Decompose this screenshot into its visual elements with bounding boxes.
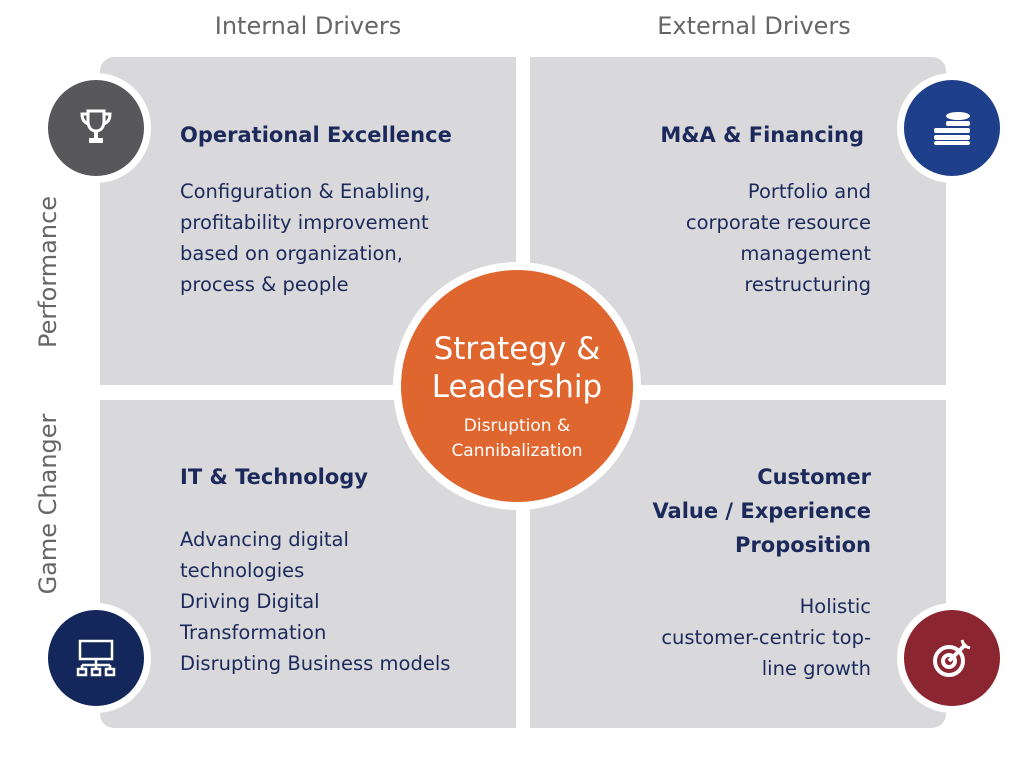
quadrant-title: Operational Excellence — [180, 123, 452, 147]
body-line: management — [740, 242, 871, 265]
body-line: Driving Digital — [180, 590, 320, 613]
body-line: Advancing digital — [180, 528, 349, 551]
body-line: corporate resource — [685, 211, 871, 234]
quadrant-body: Portfolio and corporate resource managemen… — [686, 176, 871, 300]
body-line: Holistic — [799, 595, 871, 618]
quadrant-title: IT & Technology — [180, 465, 368, 489]
center-title: Strategy & Leadership — [431, 331, 603, 405]
title-line: Proposition — [735, 533, 871, 557]
body-line: Disrupting Business models — [180, 652, 451, 675]
column-header-external: External Drivers — [657, 12, 851, 40]
body-line: customer-centric top- — [661, 626, 871, 649]
quadrant-body: Holistic customer-centric top-line growth — [661, 591, 871, 684]
column-header-internal: Internal Drivers — [214, 12, 402, 40]
network-icon — [41, 603, 151, 713]
body-line: line growth — [761, 657, 871, 680]
body-line: Configuration & Enabling, — [180, 180, 431, 203]
target-icon — [897, 603, 1007, 713]
strategy-leadership-circle: Strategy & Leadership Disruption & Canni… — [393, 262, 641, 510]
row-label-performance: Performance — [34, 195, 62, 349]
body-line: restructuring — [744, 273, 871, 296]
body-line: Portfolio and — [747, 180, 871, 203]
coins-icon — [897, 73, 1007, 183]
quadrant-body: Configuration & Enabling, profitability i… — [180, 176, 431, 300]
trophy-icon — [41, 73, 151, 183]
center-subtitle: Disruption & Cannibalization — [451, 416, 583, 461]
title-line: Customer — [757, 465, 871, 489]
body-line: process & people — [180, 273, 349, 296]
title-line: Value / Experience — [652, 499, 871, 523]
quadrant-title: M&A & Financing — [660, 123, 864, 147]
body-line: profitability improvement — [180, 211, 429, 234]
body-line: based on organization, — [180, 242, 403, 265]
row-label-game-changer: Game Changer — [34, 413, 62, 595]
body-line: technologies — [180, 559, 305, 582]
body-line: Transformation — [180, 621, 327, 644]
